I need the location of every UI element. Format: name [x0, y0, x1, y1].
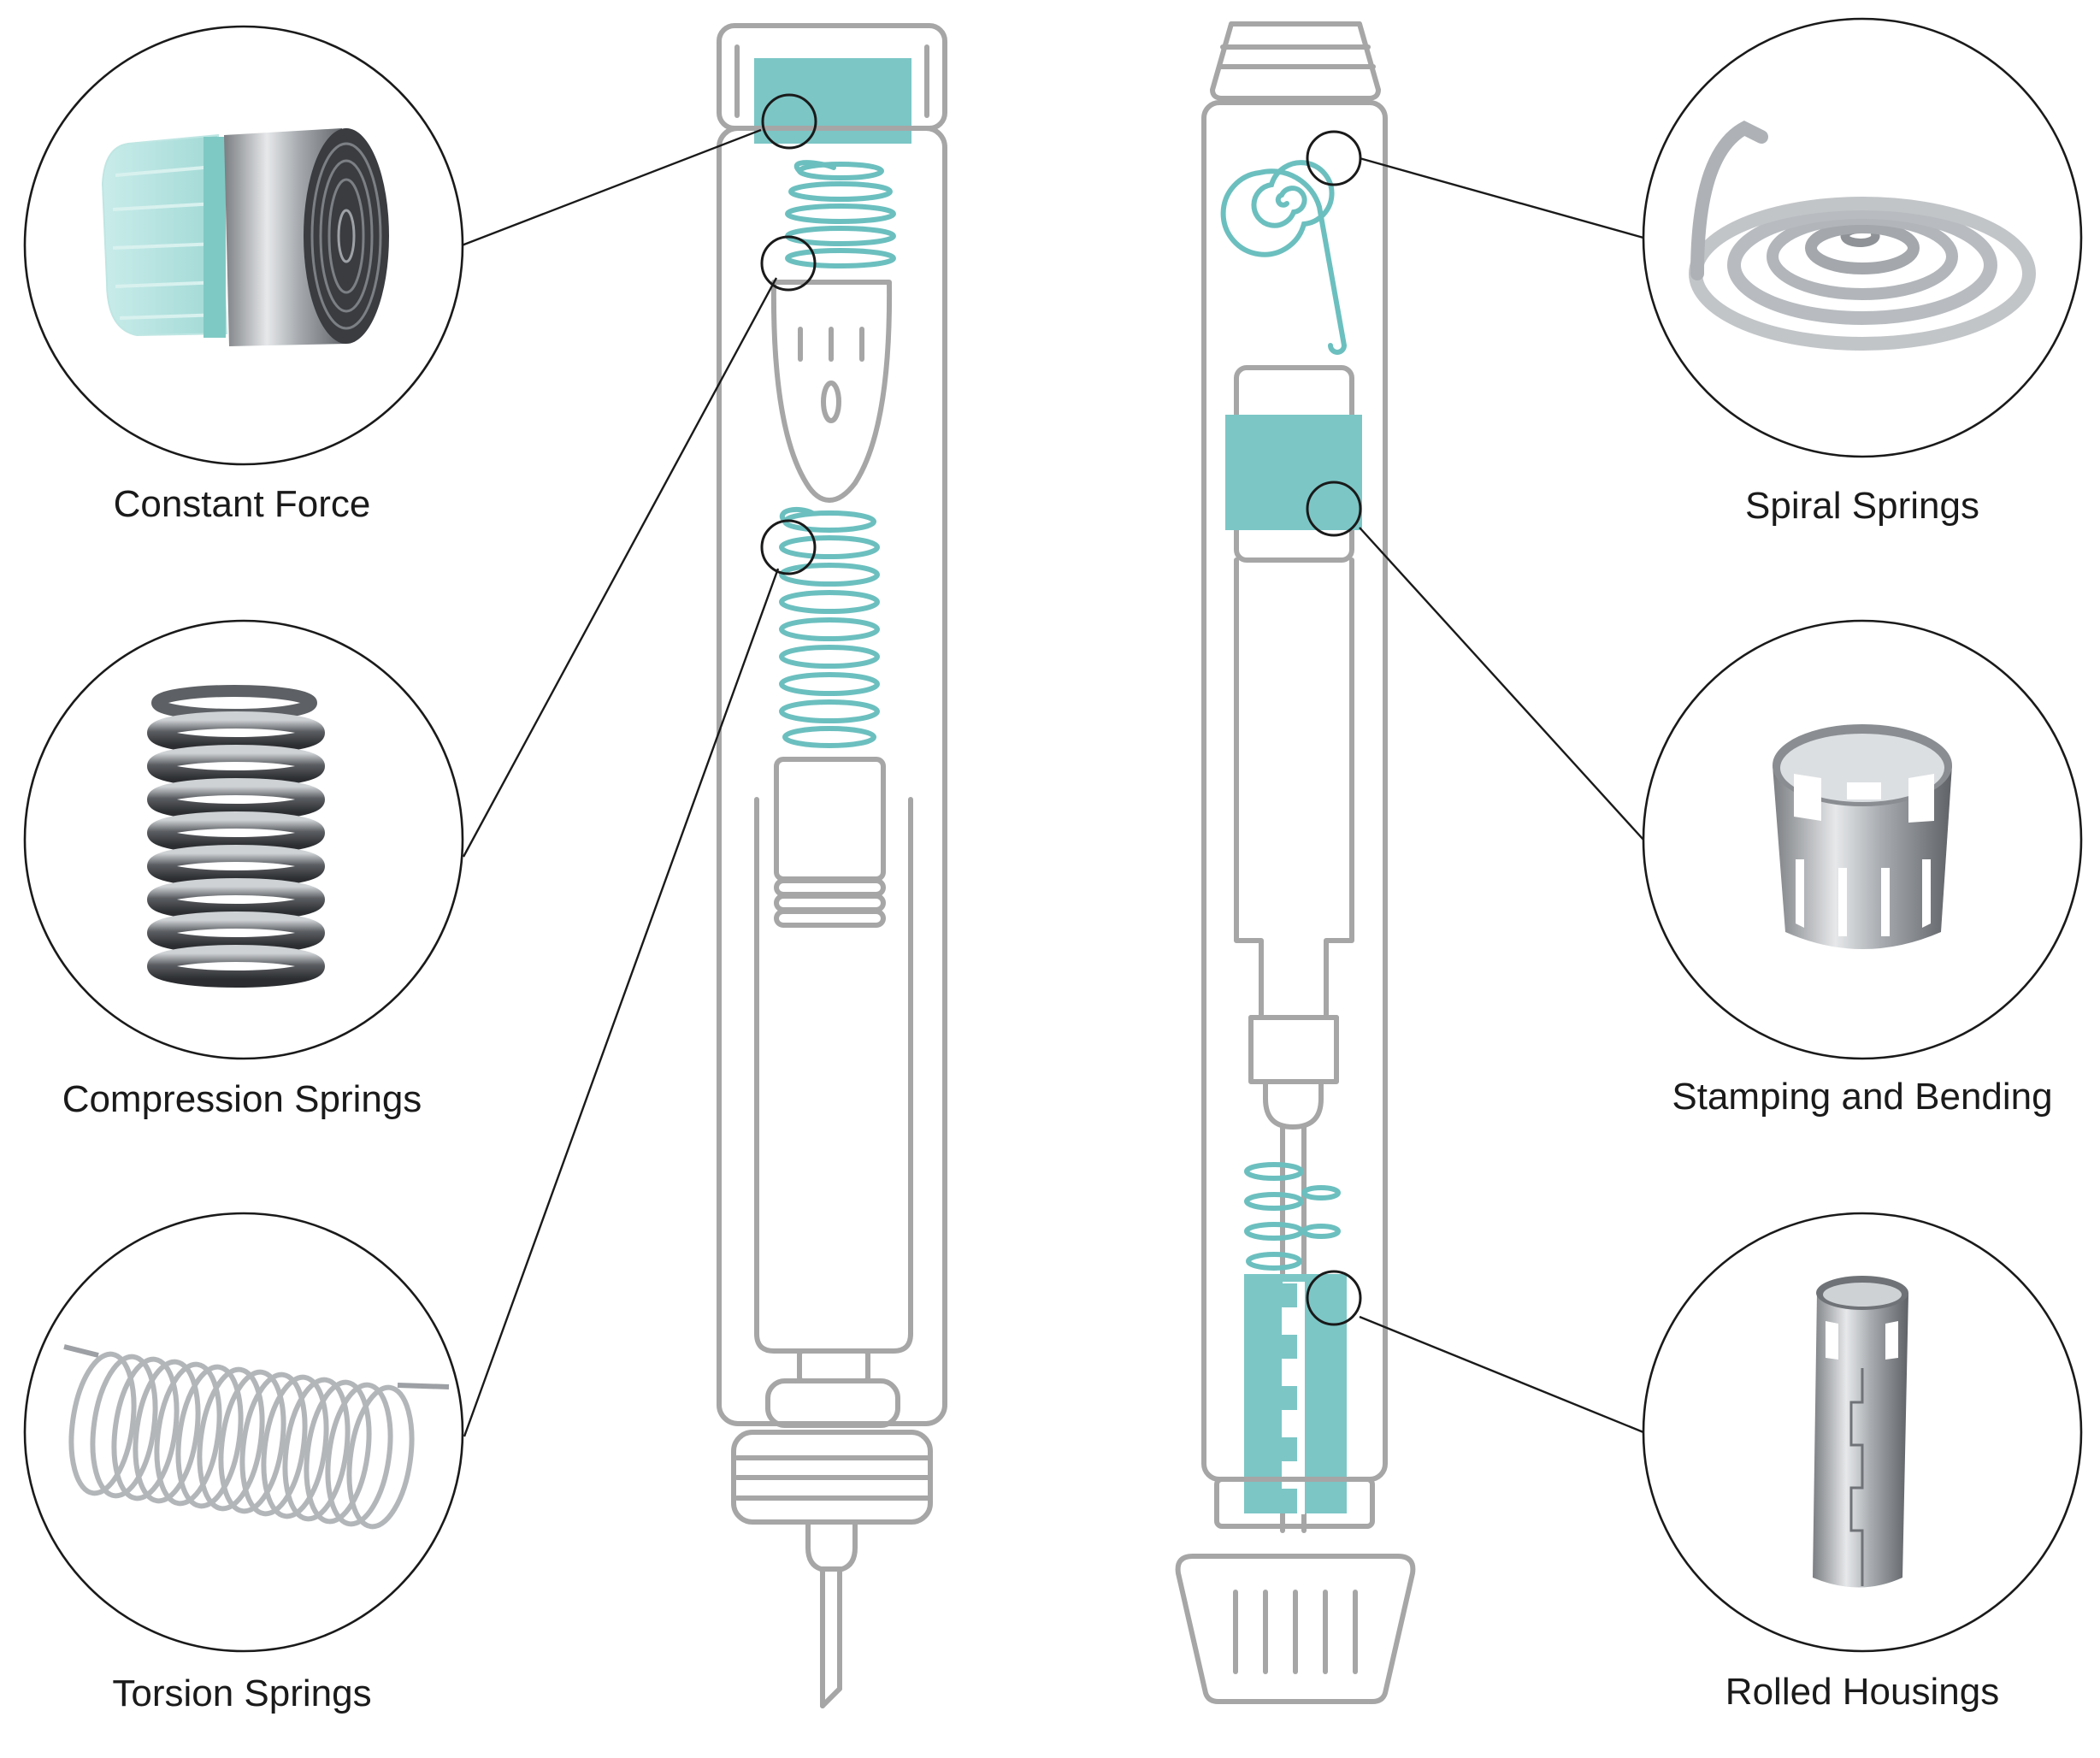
spiral-spring-image: [1689, 120, 2036, 351]
callout-spiral-springs: Spiral Springs: [1642, 17, 2083, 527]
rolled-housing-image: [1813, 1276, 1908, 1588]
label-constant-force: Constant Force: [114, 483, 371, 525]
label-spiral-springs: Spiral Springs: [1745, 485, 1979, 527]
constant-force-spring-image: [101, 128, 389, 346]
left-injector-pen: [717, 23, 947, 1708]
label-torsion-springs: Torsion Springs: [112, 1672, 371, 1714]
lower-spring: [1244, 1162, 1341, 1271]
label-compression-springs: Compression Springs: [62, 1078, 422, 1120]
plunger-head: [770, 280, 893, 503]
stamping-bending-component: [1225, 415, 1362, 530]
upper-compression-spring: [785, 160, 896, 268]
torsion-spring-image: [63, 1344, 450, 1530]
label-rolled-housings: Rolled Housings: [1725, 1671, 1999, 1713]
compression-spring-image: [147, 685, 325, 988]
stamped-sleeve-image: [1773, 724, 1952, 949]
highlight-circles: [760, 93, 1362, 1326]
label-stamping-bending: Stamping and Bending: [1672, 1076, 2052, 1118]
spiral-spring-component: [1220, 160, 1348, 355]
right-injector-pen: [1175, 21, 1416, 1704]
callout-compression-springs: Compression Springs: [23, 619, 464, 1120]
callout-torsion-springs: Torsion Springs: [23, 1212, 464, 1714]
leader-lines: [461, 128, 1644, 1437]
callout-rolled-housings: Rolled Housings: [1642, 1212, 2083, 1713]
callout-constant-force: Constant Force: [23, 25, 464, 525]
callout-stamping-bending: Stamping and Bending: [1642, 619, 2083, 1118]
lower-compression-spring: [779, 506, 880, 748]
rolled-housing-component: [1244, 1274, 1347, 1513]
